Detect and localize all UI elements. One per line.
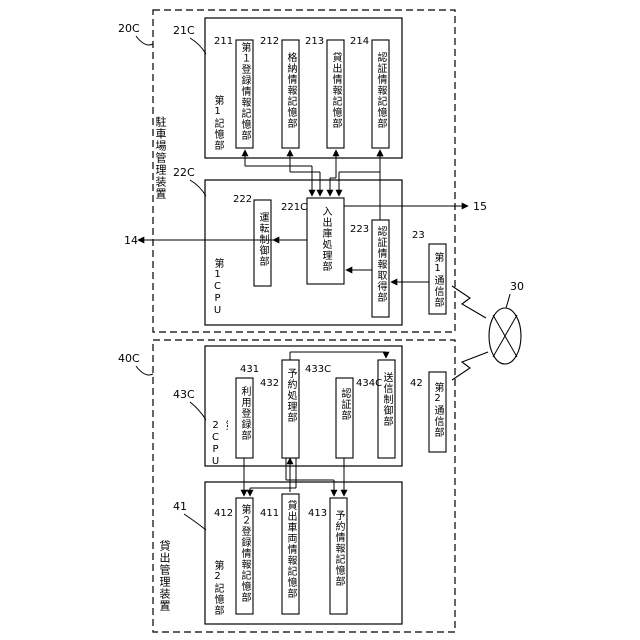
second-memory-leader (184, 514, 206, 530)
first-registration-storage-label: 第１登録情報記憶部 (236, 42, 253, 141)
first-comm-label: 第1通信部 (429, 252, 446, 308)
second-cpu-label: 第2CPU (210, 420, 228, 466)
parking-device-leader (136, 36, 153, 45)
lending-device-leader (136, 366, 153, 375)
second-memory-box (205, 482, 402, 624)
lending-info-storage-label: 貸出情報記憶部 (327, 52, 344, 129)
parking-device-title: 駐車場管理装置 (152, 116, 168, 200)
parking-device-ref: 20C (118, 22, 140, 35)
external-ref-right: 15 (473, 200, 487, 213)
auth-info-acquisition-label: 認証情報取得部 (372, 226, 389, 303)
second-cpu-ref: 43C (173, 388, 195, 401)
unit-ref-213: 213 (305, 36, 324, 47)
unit-ref-223: 223 (350, 224, 369, 235)
first-cpu-label: 第1CPU (210, 258, 225, 317)
second-comm-ref: 42 (410, 378, 423, 389)
first-memory-label: 第1記憶部 (210, 95, 225, 151)
reservation-info-storage-label: 予約情報記憶部 (330, 510, 347, 587)
second-memory-label: 第2記憶部 (210, 560, 225, 616)
memory-cpu-connectors (245, 150, 380, 220)
wireless-link-lower (452, 352, 488, 380)
first-memory-ref: 21C (173, 24, 195, 37)
reservation-processing-label: 予約処理部 (282, 368, 299, 423)
second-registration-storage-label: 第２登録情報記憶部 (236, 504, 253, 603)
unit-ref-433c: 433C (305, 364, 331, 375)
external-and-cpu-connectors (138, 206, 468, 282)
authentication-label: 認証部 (336, 388, 353, 421)
second-cpu-box (205, 346, 402, 466)
unit-ref-214: 214 (350, 36, 369, 47)
network-ref: 30 (510, 280, 524, 293)
wireless-link-upper (452, 286, 486, 318)
reservation-transmission-connector (290, 352, 386, 360)
network-leader (506, 294, 510, 308)
first-cpu-leader (190, 180, 206, 196)
entry-exit-processing-label: 入出庫処理部 (317, 206, 334, 272)
first-comm-ref: 23 (412, 230, 425, 241)
first-cpu-ref: 22C (173, 166, 195, 179)
lending-cpu-memory-connectors (244, 458, 344, 496)
unit-ref-432: 432 (260, 378, 279, 389)
transmission-control-label: 送信制御部 (378, 372, 395, 427)
storage-info-storage-label: 格納情報記憶部 (282, 52, 299, 129)
unit-ref-212: 212 (260, 36, 279, 47)
lending-device-ref: 40C (118, 352, 140, 365)
unit-ref-411: 411 (260, 508, 279, 519)
first-memory-leader (190, 38, 206, 54)
lending-device-title: 貸出管理装置 (156, 540, 172, 612)
unit-ref-431: 431 (240, 364, 259, 375)
second-cpu-leader (190, 402, 206, 420)
usage-registration-label: 利用登録部 (236, 386, 253, 441)
unit-ref-221c: 221C (281, 202, 307, 213)
unit-ref-211: 211 (214, 36, 233, 47)
unit-ref-412: 412 (214, 508, 233, 519)
unit-ref-413: 413 (308, 508, 327, 519)
parking-management-device-box (153, 10, 455, 332)
authentication-info-storage-label: 認証情報記憶部 (372, 52, 389, 129)
lending-vehicle-storage-label: 貸出車両情報記憶部 (282, 500, 299, 599)
second-memory-ref: 41 (173, 500, 187, 513)
unit-ref-222: 222 (233, 194, 252, 205)
second-comm-label: 第2通信部 (429, 382, 446, 438)
external-ref-left: 14 (124, 234, 138, 247)
